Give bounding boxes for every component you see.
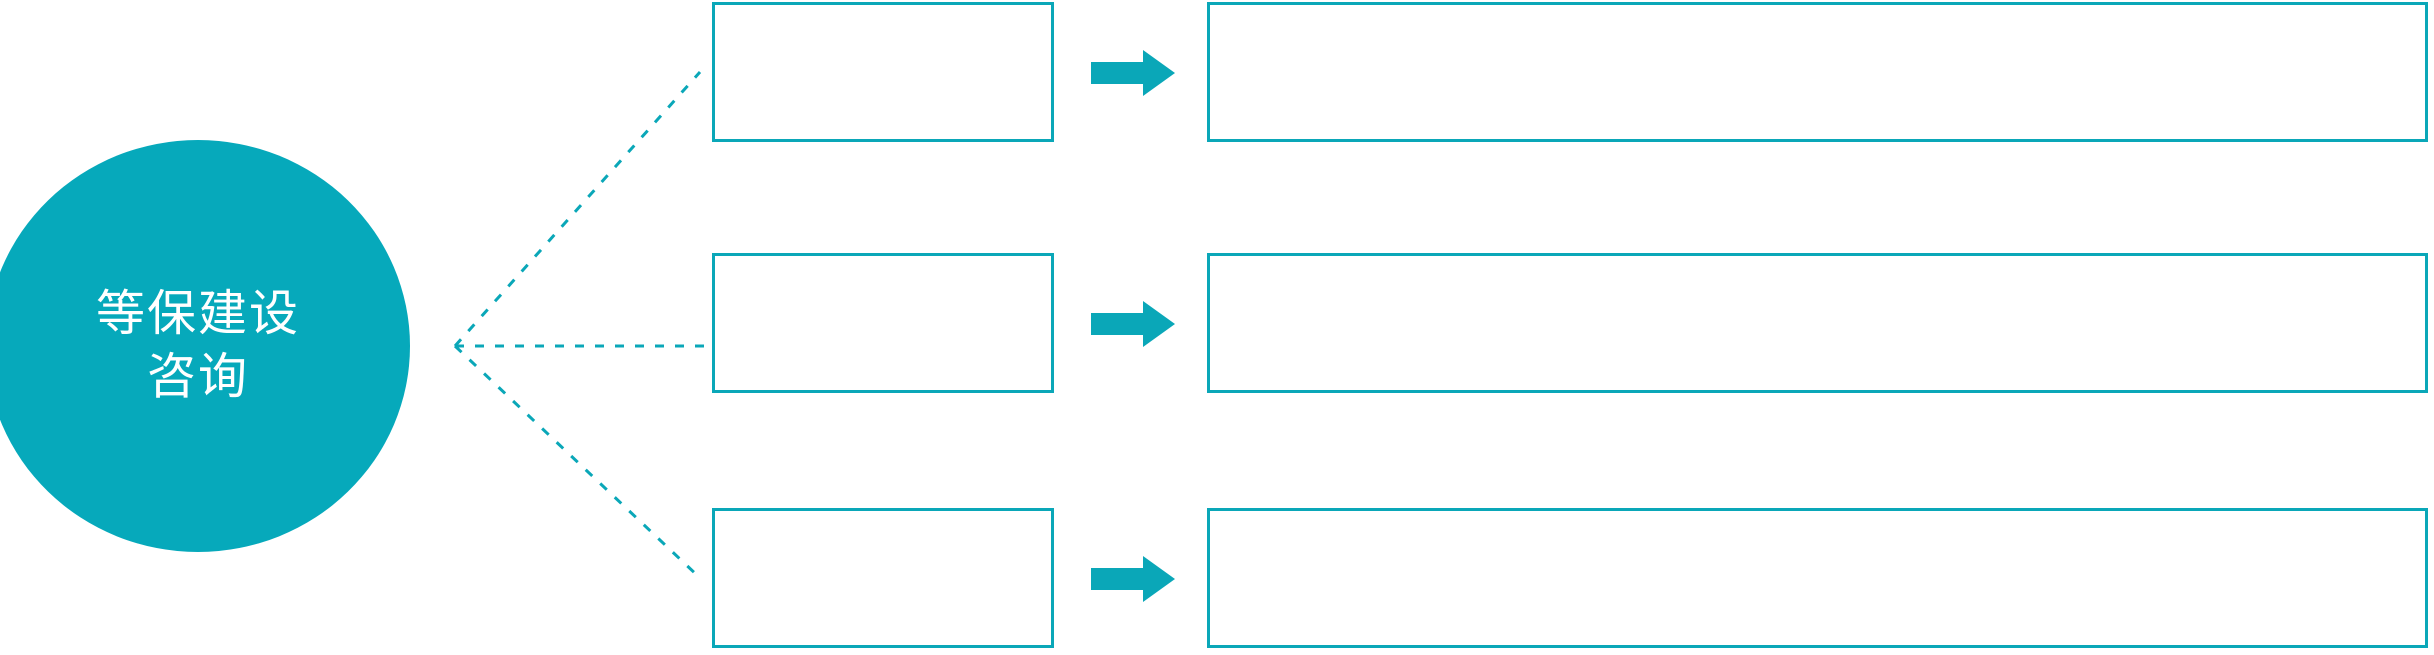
big-box-3[interactable] — [1207, 508, 2428, 648]
arrow-right-icon-1 — [1091, 50, 1175, 96]
big-box-2[interactable] — [1207, 253, 2428, 393]
row-3 — [0, 508, 2434, 648]
row-2 — [0, 253, 2434, 393]
big-box-1[interactable] — [1207, 2, 2428, 142]
small-box-3[interactable] — [712, 508, 1054, 648]
arrow-right-icon-3 — [1091, 556, 1175, 602]
row-1 — [0, 2, 2434, 142]
hub-circle[interactable]: 等保建设 咨询 — [0, 140, 410, 552]
small-box-2[interactable] — [712, 253, 1054, 393]
hub-label-line-1: 等保建设 — [95, 287, 300, 342]
small-box-1[interactable] — [712, 2, 1054, 142]
hub-label-line-2: 咨询 — [146, 350, 249, 404]
arrow-right-icon-2 — [1091, 301, 1175, 347]
